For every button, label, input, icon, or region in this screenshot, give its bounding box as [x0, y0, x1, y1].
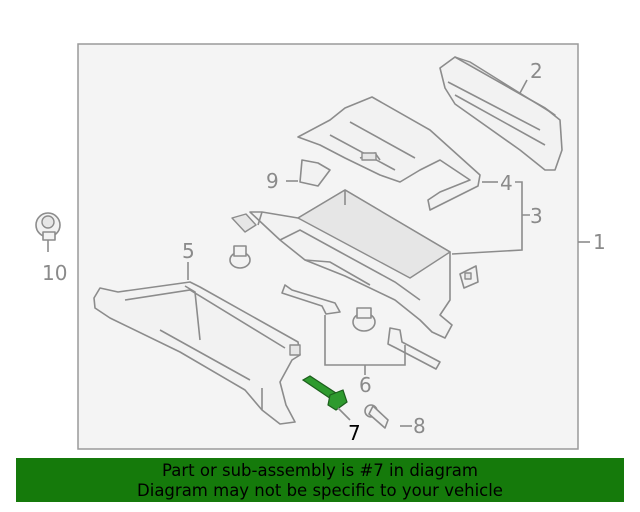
part-2-trim-panel[interactable] — [439, 56, 563, 171]
part-5-glove-box-door[interactable] — [93, 281, 301, 425]
callout-5: 5 — [182, 239, 195, 263]
banner-line-2: Diagram may not be specific to your vehi… — [137, 481, 503, 500]
callout-9: 9 — [266, 169, 279, 193]
callout-6: 6 — [359, 373, 372, 397]
callout-10: 10 — [42, 261, 67, 285]
part-3-glove-box-bin[interactable] — [231, 189, 453, 339]
part-10-push-clip[interactable] — [35, 212, 61, 241]
latch-bracket[interactable] — [459, 265, 479, 289]
part-4-shelf-bracket[interactable] — [297, 96, 481, 211]
part-8-screw[interactable] — [364, 404, 389, 429]
banner-line-1: Part or sub-assembly is #7 in diagram — [162, 461, 478, 480]
callout-4: 4 — [500, 171, 513, 195]
part-9-clip[interactable] — [299, 159, 331, 187]
part-6-strap-set[interactable] — [281, 284, 441, 375]
bumper-upper[interactable] — [229, 245, 251, 269]
callout-leaders — [47, 79, 590, 427]
callout-1: 1 — [593, 230, 606, 254]
part-7-damper-highlighted[interactable] — [301, 375, 348, 411]
parts-diagram: 1 2 3 4 5 6 7 8 9 10 — [35, 43, 606, 450]
callout-3: 3 — [530, 204, 543, 228]
callout-7: 7 — [348, 421, 361, 445]
callout-2: 2 — [530, 59, 543, 83]
callout-8: 8 — [413, 414, 426, 438]
info-banner: Part or sub-assembly is #7 in diagram Di… — [16, 458, 624, 502]
